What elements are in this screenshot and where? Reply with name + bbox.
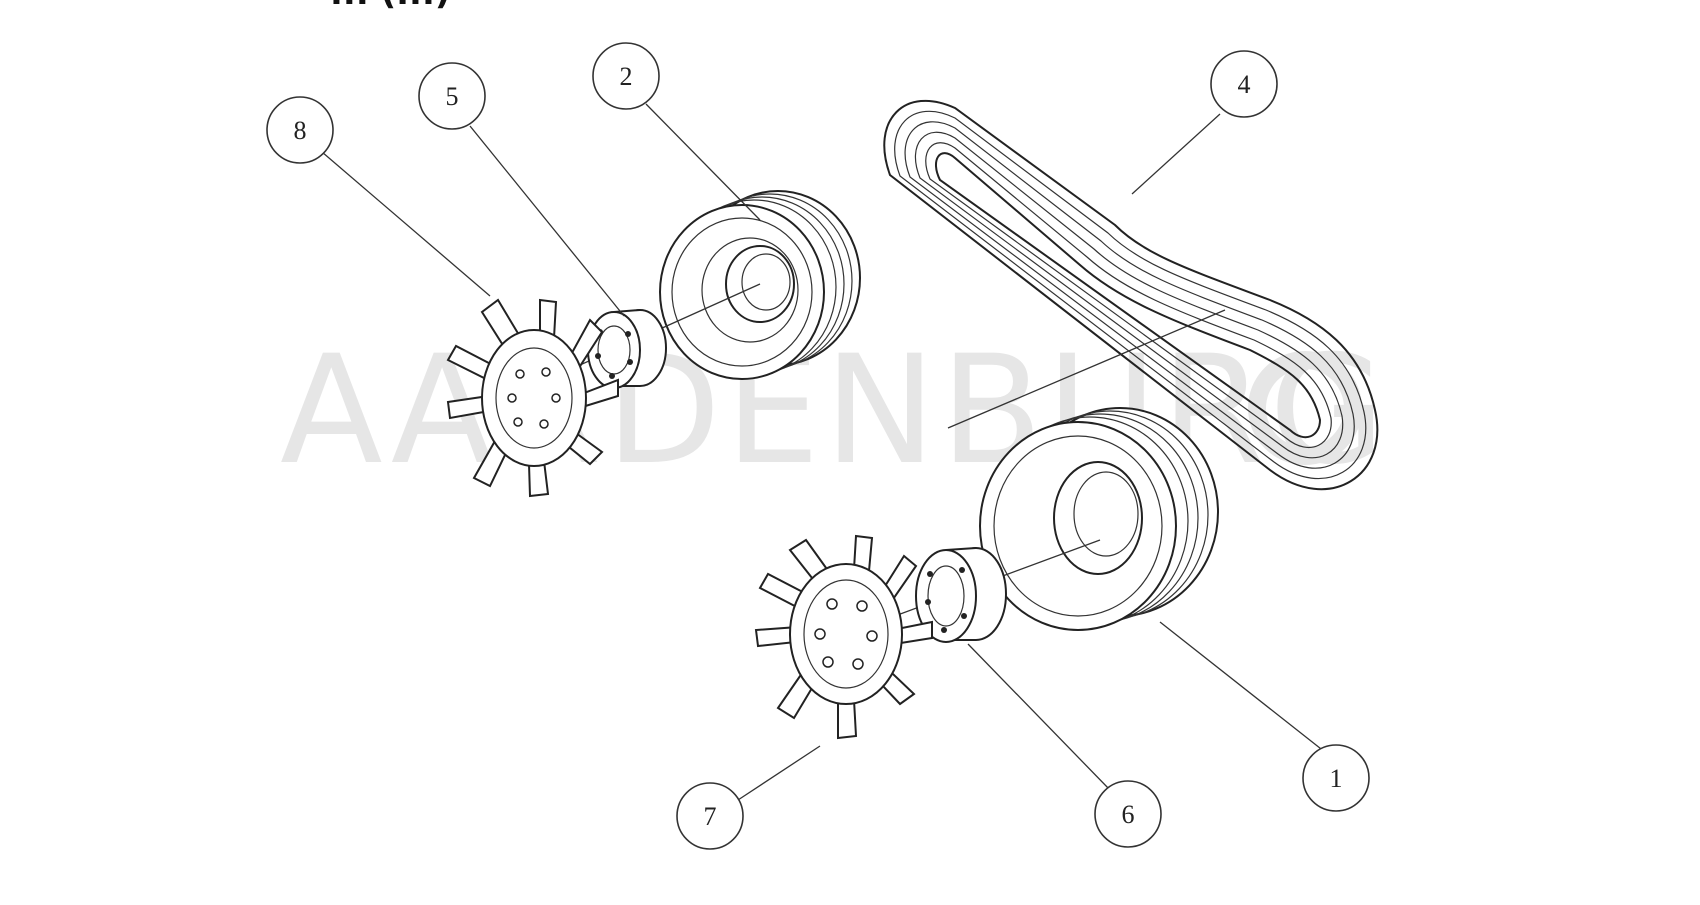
svg-text:4: 4 — [1238, 70, 1251, 99]
header-fragment: ... (...) — [330, 0, 450, 13]
callout-5: 5 — [418, 62, 486, 130]
svg-text:2: 2 — [620, 62, 633, 91]
fan-lower — [754, 534, 933, 740]
callout-8: 7 — [676, 782, 744, 850]
leader-line-2 — [645, 103, 761, 221]
callout-1: 1 — [1302, 744, 1370, 812]
svg-text:7: 7 — [704, 802, 717, 831]
svg-text:1: 1 — [1330, 764, 1343, 793]
pulley-upper — [659, 190, 861, 380]
callout-4: 4 — [1210, 50, 1278, 118]
svg-text:8: 8 — [294, 116, 307, 145]
leader-line-8 — [737, 745, 821, 801]
fan-upper — [446, 298, 619, 498]
watermark-gear-icon — [1248, 351, 1362, 465]
leader-line-5 — [469, 125, 625, 317]
svg-text:6: 6 — [1122, 800, 1135, 829]
leader-line-4 — [1131, 113, 1221, 195]
taper-lock-bush-lower — [915, 547, 1007, 643]
callout-7: 8 — [266, 96, 334, 164]
pulley-large-lower — [979, 407, 1219, 631]
callout-2: 2 — [592, 42, 660, 110]
svg-text:5: 5 — [446, 82, 459, 111]
shaft-axis-line — [947, 309, 1226, 429]
taper-lock-bush-upper — [587, 309, 667, 389]
multi-v-belt — [883, 99, 1379, 491]
leader-line-6 — [967, 643, 1111, 791]
leader-line-1 — [1159, 621, 1331, 757]
leader-line-7 — [321, 151, 491, 297]
callout-6: 6 — [1094, 780, 1162, 848]
watermark-text: AARDENBURG — [280, 324, 1389, 498]
